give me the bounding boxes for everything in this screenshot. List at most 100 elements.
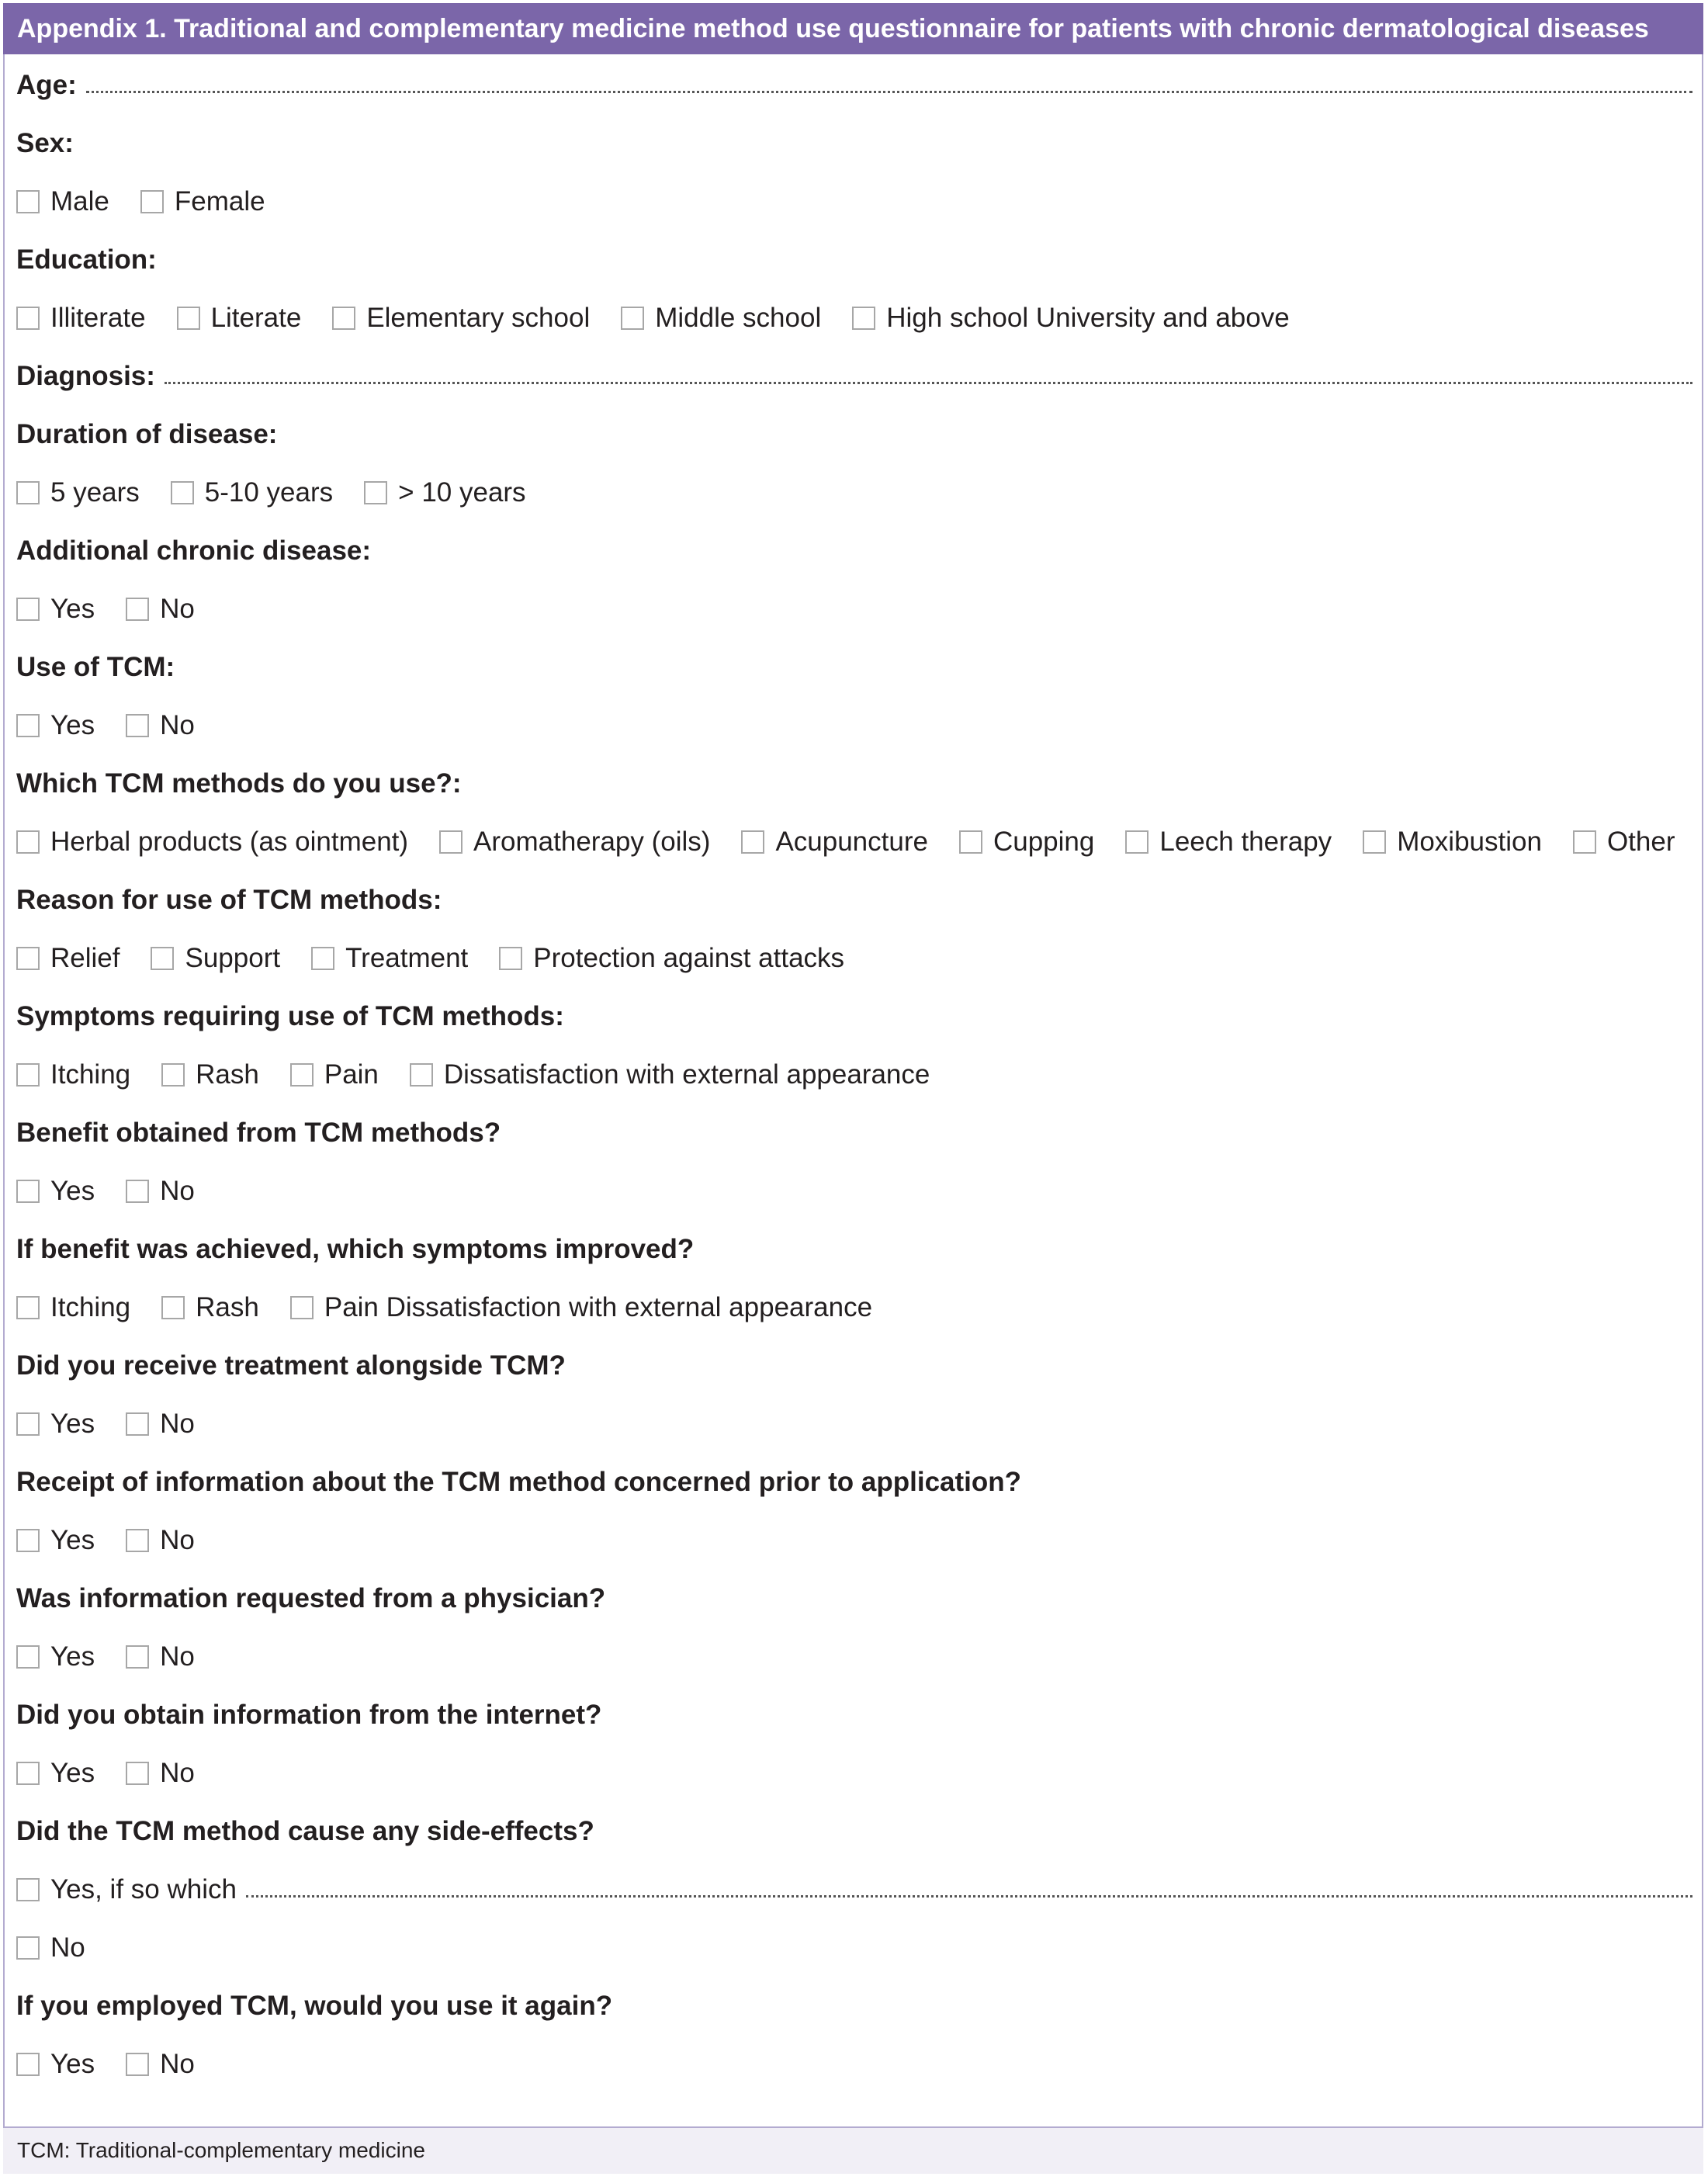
checkbox[interactable]	[140, 189, 164, 213]
checkbox[interactable]	[16, 2052, 40, 2076]
checkbox[interactable]	[16, 946, 40, 970]
answer-field[interactable]	[164, 382, 1692, 384]
option[interactable]: Treatment	[311, 943, 468, 974]
checkbox[interactable]	[16, 306, 40, 330]
option[interactable]: Female	[140, 186, 265, 217]
checkbox[interactable]	[621, 306, 645, 330]
checkbox[interactable]	[126, 1645, 150, 1669]
checkbox[interactable]	[852, 306, 876, 330]
checkbox[interactable]	[126, 1179, 150, 1203]
checkbox[interactable]	[16, 1645, 40, 1669]
option[interactable]: No	[126, 710, 195, 741]
option[interactable]: Rash	[161, 1292, 259, 1323]
option[interactable]: No	[126, 1641, 195, 1672]
side-effects-field[interactable]	[245, 1895, 1692, 1898]
option-label: Pain	[324, 1059, 379, 1090]
option[interactable]: Acupuncture	[741, 827, 928, 858]
option[interactable]: Male	[16, 186, 109, 217]
question-row: Age:	[16, 56, 1692, 114]
option[interactable]: Itching	[16, 1292, 130, 1323]
option[interactable]: Leech therapy	[1125, 827, 1332, 858]
question-label: Reason for use of TCM methods:	[16, 884, 442, 915]
checkbox[interactable]	[16, 1412, 40, 1436]
checkbox[interactable]	[741, 830, 765, 854]
option[interactable]: 5-10 years	[170, 477, 333, 508]
option[interactable]: Moxibustion	[1363, 827, 1542, 858]
option[interactable]: Yes	[16, 710, 95, 741]
option[interactable]: 5 years	[16, 477, 140, 508]
option[interactable]: Yes	[16, 594, 95, 625]
checkbox[interactable]	[289, 1295, 314, 1319]
checkbox[interactable]	[364, 480, 388, 504]
checkbox[interactable]	[126, 1761, 150, 1785]
checkbox[interactable]	[170, 480, 194, 504]
option[interactable]: No	[126, 594, 195, 625]
option[interactable]: Yes	[16, 1525, 95, 1556]
checkbox[interactable]	[16, 1179, 40, 1203]
checkbox[interactable]	[16, 713, 40, 737]
option[interactable]: Itching	[16, 1059, 130, 1090]
options-row: Itching Rash Pain Dissatisfaction with exte…	[16, 1045, 1692, 1104]
option[interactable]: Yes	[16, 1409, 95, 1440]
checkbox[interactable]	[439, 830, 463, 854]
checkbox[interactable]	[126, 2052, 150, 2076]
checkbox[interactable]	[161, 1295, 185, 1319]
option[interactable]: Support	[151, 943, 280, 974]
checkbox[interactable]	[16, 1877, 40, 1901]
option[interactable]: No	[126, 1409, 195, 1440]
option[interactable]: Pain	[289, 1059, 379, 1090]
option[interactable]: Dissatisfaction with external appearance	[409, 1059, 930, 1090]
option[interactable]: Relief	[16, 943, 120, 974]
option[interactable]: Protection against attacks	[499, 943, 844, 974]
checkbox[interactable]	[151, 946, 175, 970]
option[interactable]: No	[126, 1758, 195, 1789]
checkbox[interactable]	[16, 597, 40, 621]
checkbox[interactable]	[16, 1936, 40, 1960]
checkbox[interactable]	[16, 1761, 40, 1785]
checkbox[interactable]	[958, 830, 982, 854]
checkbox[interactable]	[289, 1062, 314, 1087]
option[interactable]: Yes, if so which	[16, 1874, 237, 1905]
option[interactable]: Rash	[161, 1059, 259, 1090]
checkbox[interactable]	[16, 1062, 40, 1087]
checkbox[interactable]	[126, 713, 150, 737]
option[interactable]: Middle school	[621, 303, 821, 334]
option[interactable]: Cupping	[958, 827, 1094, 858]
checkbox[interactable]	[16, 1528, 40, 1552]
answer-field[interactable]	[85, 91, 1692, 93]
option[interactable]: No	[126, 1525, 195, 1556]
option[interactable]: Yes	[16, 1758, 95, 1789]
option[interactable]: Other	[1572, 827, 1675, 858]
checkbox[interactable]	[499, 946, 523, 970]
checkbox[interactable]	[126, 597, 150, 621]
checkbox[interactable]	[126, 1528, 150, 1552]
checkbox[interactable]	[16, 830, 40, 854]
option[interactable]: Herbal products (as ointment)	[16, 827, 408, 858]
question-row: Reason for use of TCM methods:	[16, 871, 1692, 929]
checkbox[interactable]	[1125, 830, 1149, 854]
option[interactable]: Yes	[16, 1641, 95, 1672]
checkbox[interactable]	[1572, 830, 1596, 854]
option[interactable]: No	[126, 1176, 195, 1207]
option[interactable]: Pain Dissatisfaction with external appea…	[289, 1292, 872, 1323]
checkbox[interactable]	[311, 946, 335, 970]
checkbox[interactable]	[409, 1062, 433, 1087]
checkbox[interactable]	[16, 1295, 40, 1319]
checkbox[interactable]	[1363, 830, 1387, 854]
option[interactable]: > 10 years	[364, 477, 526, 508]
checkbox[interactable]	[176, 306, 200, 330]
checkbox[interactable]	[126, 1412, 150, 1436]
option[interactable]: Aromatherapy (oils)	[439, 827, 710, 858]
option[interactable]: High school University and above	[852, 303, 1290, 334]
option[interactable]: Illiterate	[16, 303, 146, 334]
option[interactable]: Elementary school	[332, 303, 590, 334]
option[interactable]: Literate	[176, 303, 301, 334]
checkbox[interactable]	[16, 189, 40, 213]
checkbox[interactable]	[332, 306, 356, 330]
option[interactable]: Yes	[16, 2049, 95, 2080]
checkbox[interactable]	[161, 1062, 185, 1087]
option[interactable]: No	[16, 1932, 85, 1963]
checkbox[interactable]	[16, 480, 40, 504]
option[interactable]: No	[126, 2049, 195, 2080]
option[interactable]: Yes	[16, 1176, 95, 1207]
